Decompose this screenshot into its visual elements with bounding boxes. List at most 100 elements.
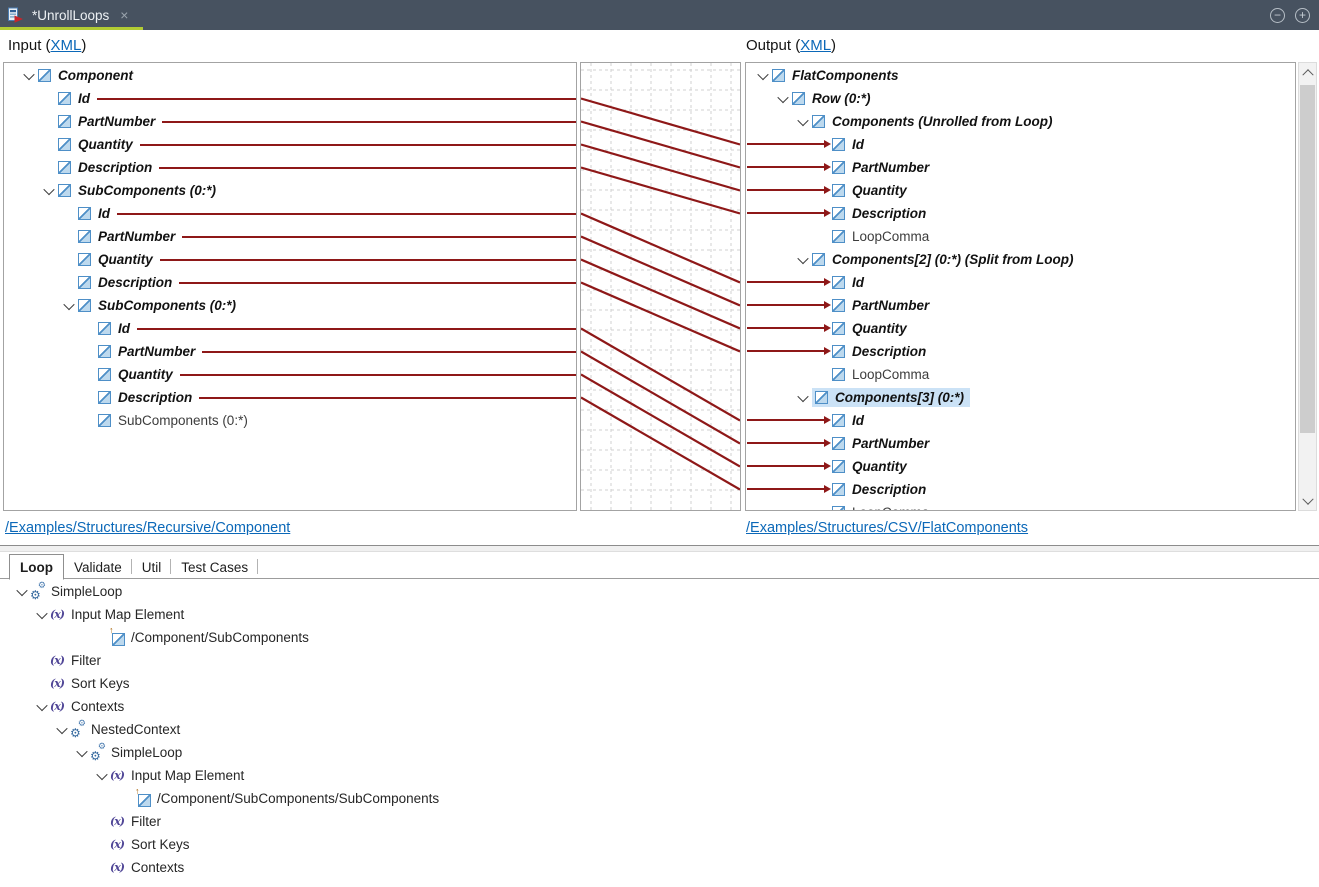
chevron-down-icon[interactable] (797, 390, 809, 402)
map-document-icon (7, 6, 25, 24)
chevron-down-icon[interactable] (36, 699, 48, 711)
scrollbar-track[interactable] (1299, 80, 1316, 493)
output-tree-row[interactable]: PartNumber (746, 156, 1295, 179)
chevron-down-icon[interactable] (96, 768, 108, 780)
output-tree-row[interactable]: Description (746, 340, 1295, 363)
chevron-down-icon[interactable] (16, 584, 28, 596)
output-tree-row[interactable]: Description (746, 478, 1295, 501)
chevron-slot (60, 298, 78, 310)
input-tree-row[interactable]: Component (4, 64, 576, 87)
loop-tree-row[interactable]: (x)Filter (0, 649, 1319, 672)
chevron-slot (34, 699, 50, 711)
input-header-suffix: ) (81, 37, 87, 54)
output-tree-row[interactable]: Description (746, 202, 1295, 225)
output-tree-row[interactable]: LoopComma (746, 225, 1295, 248)
mapping-line (179, 373, 576, 376)
loop-tree-row[interactable]: (x)Input Map Element (0, 764, 1319, 787)
loop-tree-row[interactable]: (x)Filter (0, 810, 1319, 833)
output-tree-row[interactable]: Id (746, 133, 1295, 156)
input-tree-row[interactable]: Id (4, 317, 576, 340)
zoom-in-button[interactable]: + (1295, 7, 1310, 23)
scrollbar-down-button[interactable] (1299, 493, 1316, 510)
tree-row-label: Components[2] (0:*) (Split from Loop) (832, 251, 1074, 267)
input-xml-link[interactable]: XML (50, 37, 82, 54)
document-tab[interactable]: *UnrollLoops × (0, 0, 143, 30)
loop-tree-row[interactable]: ↑/Component/SubComponents/SubComponents (0, 786, 1319, 810)
chevron-down-icon[interactable] (757, 68, 769, 80)
input-tree-row[interactable]: PartNumber (4, 225, 576, 248)
chevron-down-icon[interactable] (23, 68, 35, 80)
input-tree-row[interactable]: Id (4, 202, 576, 225)
mapping-arrow (747, 209, 831, 217)
output-tree-row[interactable]: PartNumber (746, 294, 1295, 317)
input-tree-row[interactable]: PartNumber (4, 340, 576, 363)
output-tree-row[interactable]: Id (746, 271, 1295, 294)
output-tree-row[interactable]: Quantity (746, 179, 1295, 202)
tab-test-cases[interactable]: Test Cases (171, 555, 258, 579)
input-tree-row[interactable]: Description (4, 156, 576, 179)
chevron-down-icon[interactable] (56, 722, 68, 734)
output-tree-row[interactable]: Components (Unrolled from Loop) (746, 110, 1295, 133)
output-scrollbar[interactable] (1298, 62, 1317, 511)
input-tree-row[interactable]: SubComponents (0:*) (4, 294, 576, 317)
output-tree-row[interactable]: PartNumber (746, 432, 1295, 455)
loop-tree-row[interactable]: ⚙⚙NestedContext (0, 718, 1319, 741)
element-ref-icon: ↑ (135, 786, 152, 807)
zoom-out-button[interactable]: − (1270, 7, 1285, 23)
output-tree-row[interactable]: Components[3] (0:*) (746, 386, 1295, 409)
chevron-down-icon[interactable] (43, 183, 55, 195)
active-tab-underline (0, 27, 143, 30)
input-tree-row[interactable]: Quantity (4, 363, 576, 386)
chevron-down-icon[interactable] (797, 252, 809, 264)
output-tree-row[interactable]: Row (0:*) (746, 87, 1295, 110)
loop-tree-row[interactable]: ⚙⚙SimpleLoop (0, 580, 1319, 603)
input-tree-row[interactable]: Quantity (4, 248, 576, 271)
input-tree-row[interactable]: SubComponents (0:*) (4, 179, 576, 202)
loop-tree-row[interactable]: (x)Sort Keys (0, 833, 1319, 856)
tree-row-label: Sort Keys (131, 837, 190, 852)
loop-tree-row[interactable]: (x)Sort Keys (0, 672, 1319, 695)
scrollbar-up-button[interactable] (1299, 63, 1316, 80)
loop-tree-row[interactable]: ⚙⚙SimpleLoop (0, 741, 1319, 764)
mapping-line (162, 120, 576, 123)
loop-tree-row[interactable]: (x)Contexts (0, 856, 1319, 879)
input-tree-row[interactable]: Description (4, 386, 576, 409)
loop-tree-row[interactable]: (x)Contexts (0, 695, 1319, 718)
tab-validate[interactable]: Validate (64, 555, 132, 579)
close-icon[interactable]: × (120, 7, 129, 23)
input-tree-row[interactable]: PartNumber (4, 110, 576, 133)
output-tree-row[interactable]: Quantity (746, 317, 1295, 340)
input-tree-row[interactable]: Quantity (4, 133, 576, 156)
tree-row-label: Input Map Element (71, 607, 185, 622)
selected-row-highlight: Components[3] (0:*) (812, 387, 970, 408)
input-tree-row[interactable]: Description (4, 271, 576, 294)
output-xml-link[interactable]: XML (800, 37, 832, 54)
chevron-down-icon[interactable] (36, 607, 48, 619)
mapping-line (581, 258, 740, 330)
output-structure-link[interactable]: /Examples/Structures/CSV/FlatComponents (746, 520, 1029, 536)
output-tree-row[interactable]: Id (746, 409, 1295, 432)
output-tree-row[interactable]: Components[2] (0:*) (Split from Loop) (746, 248, 1295, 271)
input-tree-row[interactable]: Id (4, 87, 576, 110)
loop-tree-row[interactable]: (x)Input Map Element (0, 603, 1319, 626)
chevron-down-icon[interactable] (63, 298, 75, 310)
horizontal-splitter[interactable] (0, 545, 1319, 552)
chevron-slot (74, 745, 90, 757)
output-tree-row[interactable]: Quantity (746, 455, 1295, 478)
output-tree-row[interactable]: FlatComponents (746, 64, 1295, 87)
tree-row-label: Components[3] (0:*) (835, 389, 964, 405)
chevron-down-icon[interactable] (76, 745, 88, 757)
chevron-down-icon[interactable] (777, 91, 789, 103)
input-tree-row[interactable]: SubComponents (0:*) (4, 409, 576, 432)
element-icon (98, 322, 111, 335)
output-tree-row[interactable]: LoopComma (746, 501, 1295, 510)
chevron-down-icon[interactable] (797, 114, 809, 126)
input-structure-link[interactable]: /Examples/Structures/Recursive/Component (5, 520, 291, 536)
mapping-arrow (747, 462, 831, 470)
loop-tree-row[interactable]: ↑/Component/SubComponents (0, 625, 1319, 649)
output-tree-row[interactable]: LoopComma (746, 363, 1295, 386)
tab-loop[interactable]: Loop (9, 554, 64, 580)
tab-util[interactable]: Util (132, 555, 172, 579)
mapping-line (581, 327, 740, 422)
scrollbar-thumb[interactable] (1300, 85, 1315, 433)
